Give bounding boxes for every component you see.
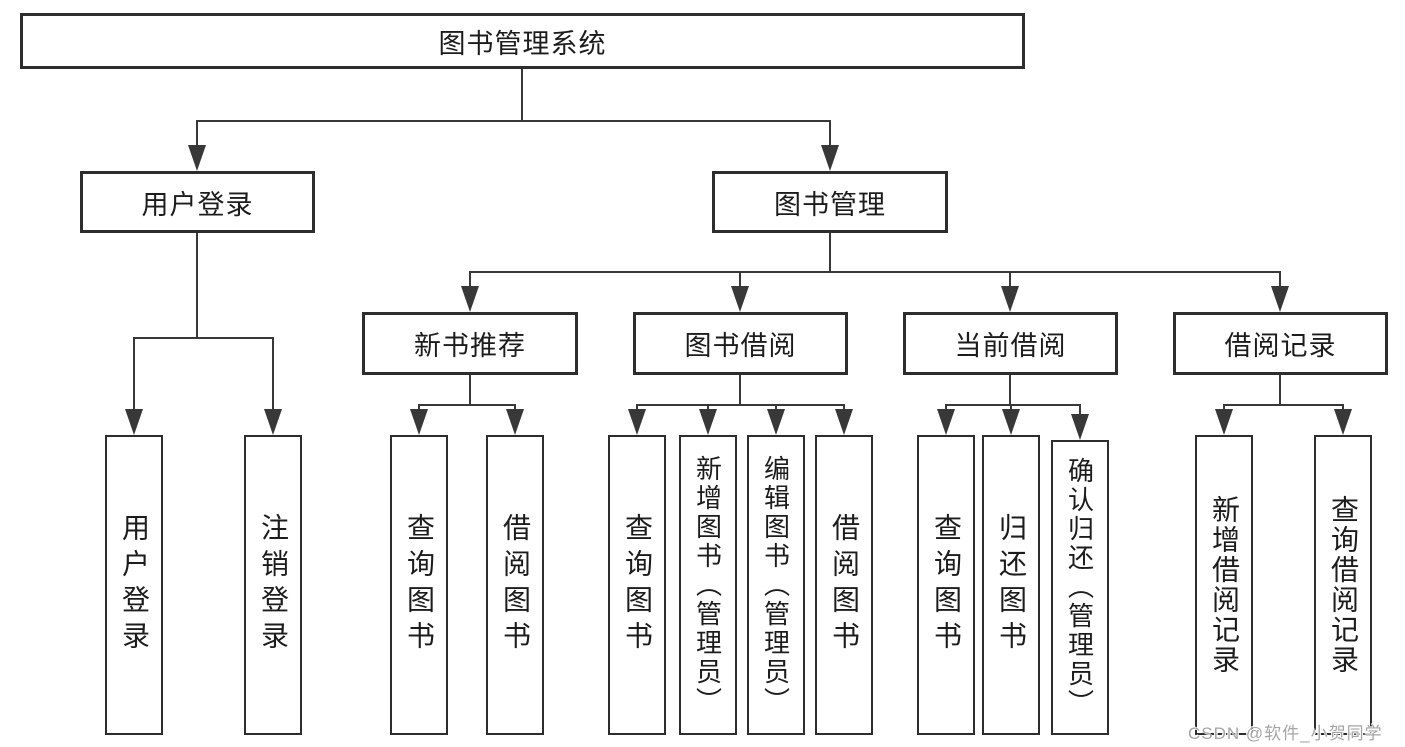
node-label: 查询图书 bbox=[404, 513, 435, 657]
leaf-bb-borrow-books: 借阅图书 bbox=[815, 435, 873, 735]
edge-drop-borrow-records bbox=[1279, 271, 1281, 289]
node-label: 用户登录 bbox=[119, 513, 150, 657]
arrowhead-logout bbox=[264, 409, 282, 435]
edge-level3-bar bbox=[469, 271, 1281, 273]
edge-new-book-rec-bar bbox=[418, 404, 516, 406]
node-book-management: 图书管理 bbox=[712, 171, 948, 233]
arrowhead-nb-borrow bbox=[506, 409, 524, 435]
arrowhead-user-login bbox=[188, 145, 206, 171]
edge-level2-bar bbox=[197, 120, 831, 122]
node-label: 图书管理 bbox=[774, 189, 886, 220]
edge-user-login-bar bbox=[133, 337, 274, 339]
node-new-book-recommend: 新书推荐 bbox=[362, 312, 578, 375]
arrowhead-cb-confirm bbox=[1071, 414, 1089, 440]
node-book-borrowing: 图书借阅 bbox=[633, 312, 848, 375]
node-label: 查询图书 bbox=[622, 513, 653, 657]
edge-book-mgmt-trunk bbox=[829, 233, 831, 273]
edge-current-borrow-bar bbox=[945, 404, 1081, 406]
node-current-borrowing: 当前借阅 bbox=[903, 312, 1118, 375]
node-label: 借阅记录 bbox=[1224, 331, 1337, 361]
arrowhead-bb-add bbox=[699, 409, 717, 435]
leaf-br-query-record: 查询借阅记录 bbox=[1314, 435, 1372, 735]
leaf-cb-return-books: 归还图书 bbox=[982, 435, 1040, 735]
leaf-bb-query-books: 查询图书 bbox=[608, 435, 666, 735]
arrowhead-cb-return bbox=[1002, 409, 1020, 435]
edge-borrow-records-bar bbox=[1223, 404, 1344, 406]
arrowhead-br-query bbox=[1334, 409, 1352, 435]
leaf-bb-edit-books-admin: 编辑图书（管理员） bbox=[747, 435, 805, 735]
arrowhead-borrow-records bbox=[1271, 286, 1289, 312]
leaf-nb-borrow-books: 借阅图书 bbox=[486, 435, 544, 735]
arrowhead-bb-edit bbox=[767, 409, 785, 435]
node-label: 查询图书 bbox=[931, 513, 962, 657]
arrowhead-cb-query bbox=[937, 409, 955, 435]
node-label: 新书推荐 bbox=[414, 331, 526, 361]
node-borrowing-records: 借阅记录 bbox=[1173, 312, 1388, 375]
node-label: 新增图书（管理员） bbox=[692, 454, 723, 716]
edge-drop-login bbox=[133, 337, 135, 413]
arrowhead-br-add bbox=[1215, 409, 1233, 435]
node-user-login: 用户登录 bbox=[80, 171, 315, 233]
leaf-cb-confirm-return-admin: 确认归还（管理员） bbox=[1051, 440, 1109, 735]
leaf-nb-query-books: 查询图书 bbox=[390, 435, 448, 735]
node-label: 归还图书 bbox=[996, 513, 1027, 657]
edge-book-borrow-bar bbox=[636, 404, 845, 406]
node-label: 借阅图书 bbox=[500, 513, 531, 657]
node-label: 查询借阅记录 bbox=[1328, 495, 1359, 675]
leaf-br-add-record: 新增借阅记录 bbox=[1195, 435, 1253, 735]
edge-user-login-trunk bbox=[196, 233, 198, 339]
arrowhead-bb-borrow bbox=[835, 409, 853, 435]
csdn-watermark: CSDN @软件_小贺同学 bbox=[1188, 724, 1383, 743]
leaf-user-login: 用户登录 bbox=[105, 435, 163, 735]
leaf-logout: 注销登录 bbox=[244, 435, 302, 735]
node-label: 编辑图书（管理员） bbox=[760, 454, 791, 716]
arrowhead-new-book-rec bbox=[461, 286, 479, 312]
arrowhead-bb-query bbox=[628, 409, 646, 435]
arrowhead-login bbox=[125, 409, 143, 435]
edge-book-borrow-trunk bbox=[739, 375, 741, 406]
arrowhead-nb-query bbox=[410, 409, 428, 435]
node-label: 确认归还（管理员） bbox=[1064, 457, 1095, 718]
node-label: 新增借阅记录 bbox=[1209, 495, 1240, 675]
node-label: 用户登录 bbox=[141, 189, 254, 220]
edge-drop-book-borrow bbox=[739, 271, 741, 289]
node-library-management-system: 图书管理系统 bbox=[20, 13, 1025, 69]
arrowhead-book-borrow bbox=[731, 286, 749, 312]
edge-borrow-records-trunk bbox=[1279, 375, 1281, 406]
node-label: 注销登录 bbox=[258, 513, 289, 657]
arrowhead-current-borrow bbox=[1001, 286, 1019, 312]
edge-drop-new-book-rec bbox=[469, 271, 471, 289]
node-label: 图书管理系统 bbox=[438, 28, 607, 59]
edge-current-borrow-trunk bbox=[1009, 375, 1011, 406]
edge-drop-cb-confirm bbox=[1079, 404, 1081, 418]
edge-new-book-rec-trunk bbox=[469, 375, 471, 406]
node-label: 借阅图书 bbox=[829, 513, 860, 657]
node-label: 图书借阅 bbox=[684, 331, 797, 361]
node-label: 当前借阅 bbox=[954, 331, 1067, 361]
edge-drop-logout bbox=[272, 337, 274, 413]
edge-drop-current-borrow bbox=[1009, 271, 1011, 289]
edge-root-trunk bbox=[521, 69, 523, 121]
edge-drop-book-mgmt bbox=[829, 120, 831, 148]
arrowhead-book-mgmt bbox=[821, 145, 839, 171]
edge-drop-user-login bbox=[196, 120, 198, 148]
leaf-bb-add-books-admin: 新增图书（管理员） bbox=[679, 435, 737, 735]
leaf-cb-query-books: 查询图书 bbox=[917, 435, 975, 735]
